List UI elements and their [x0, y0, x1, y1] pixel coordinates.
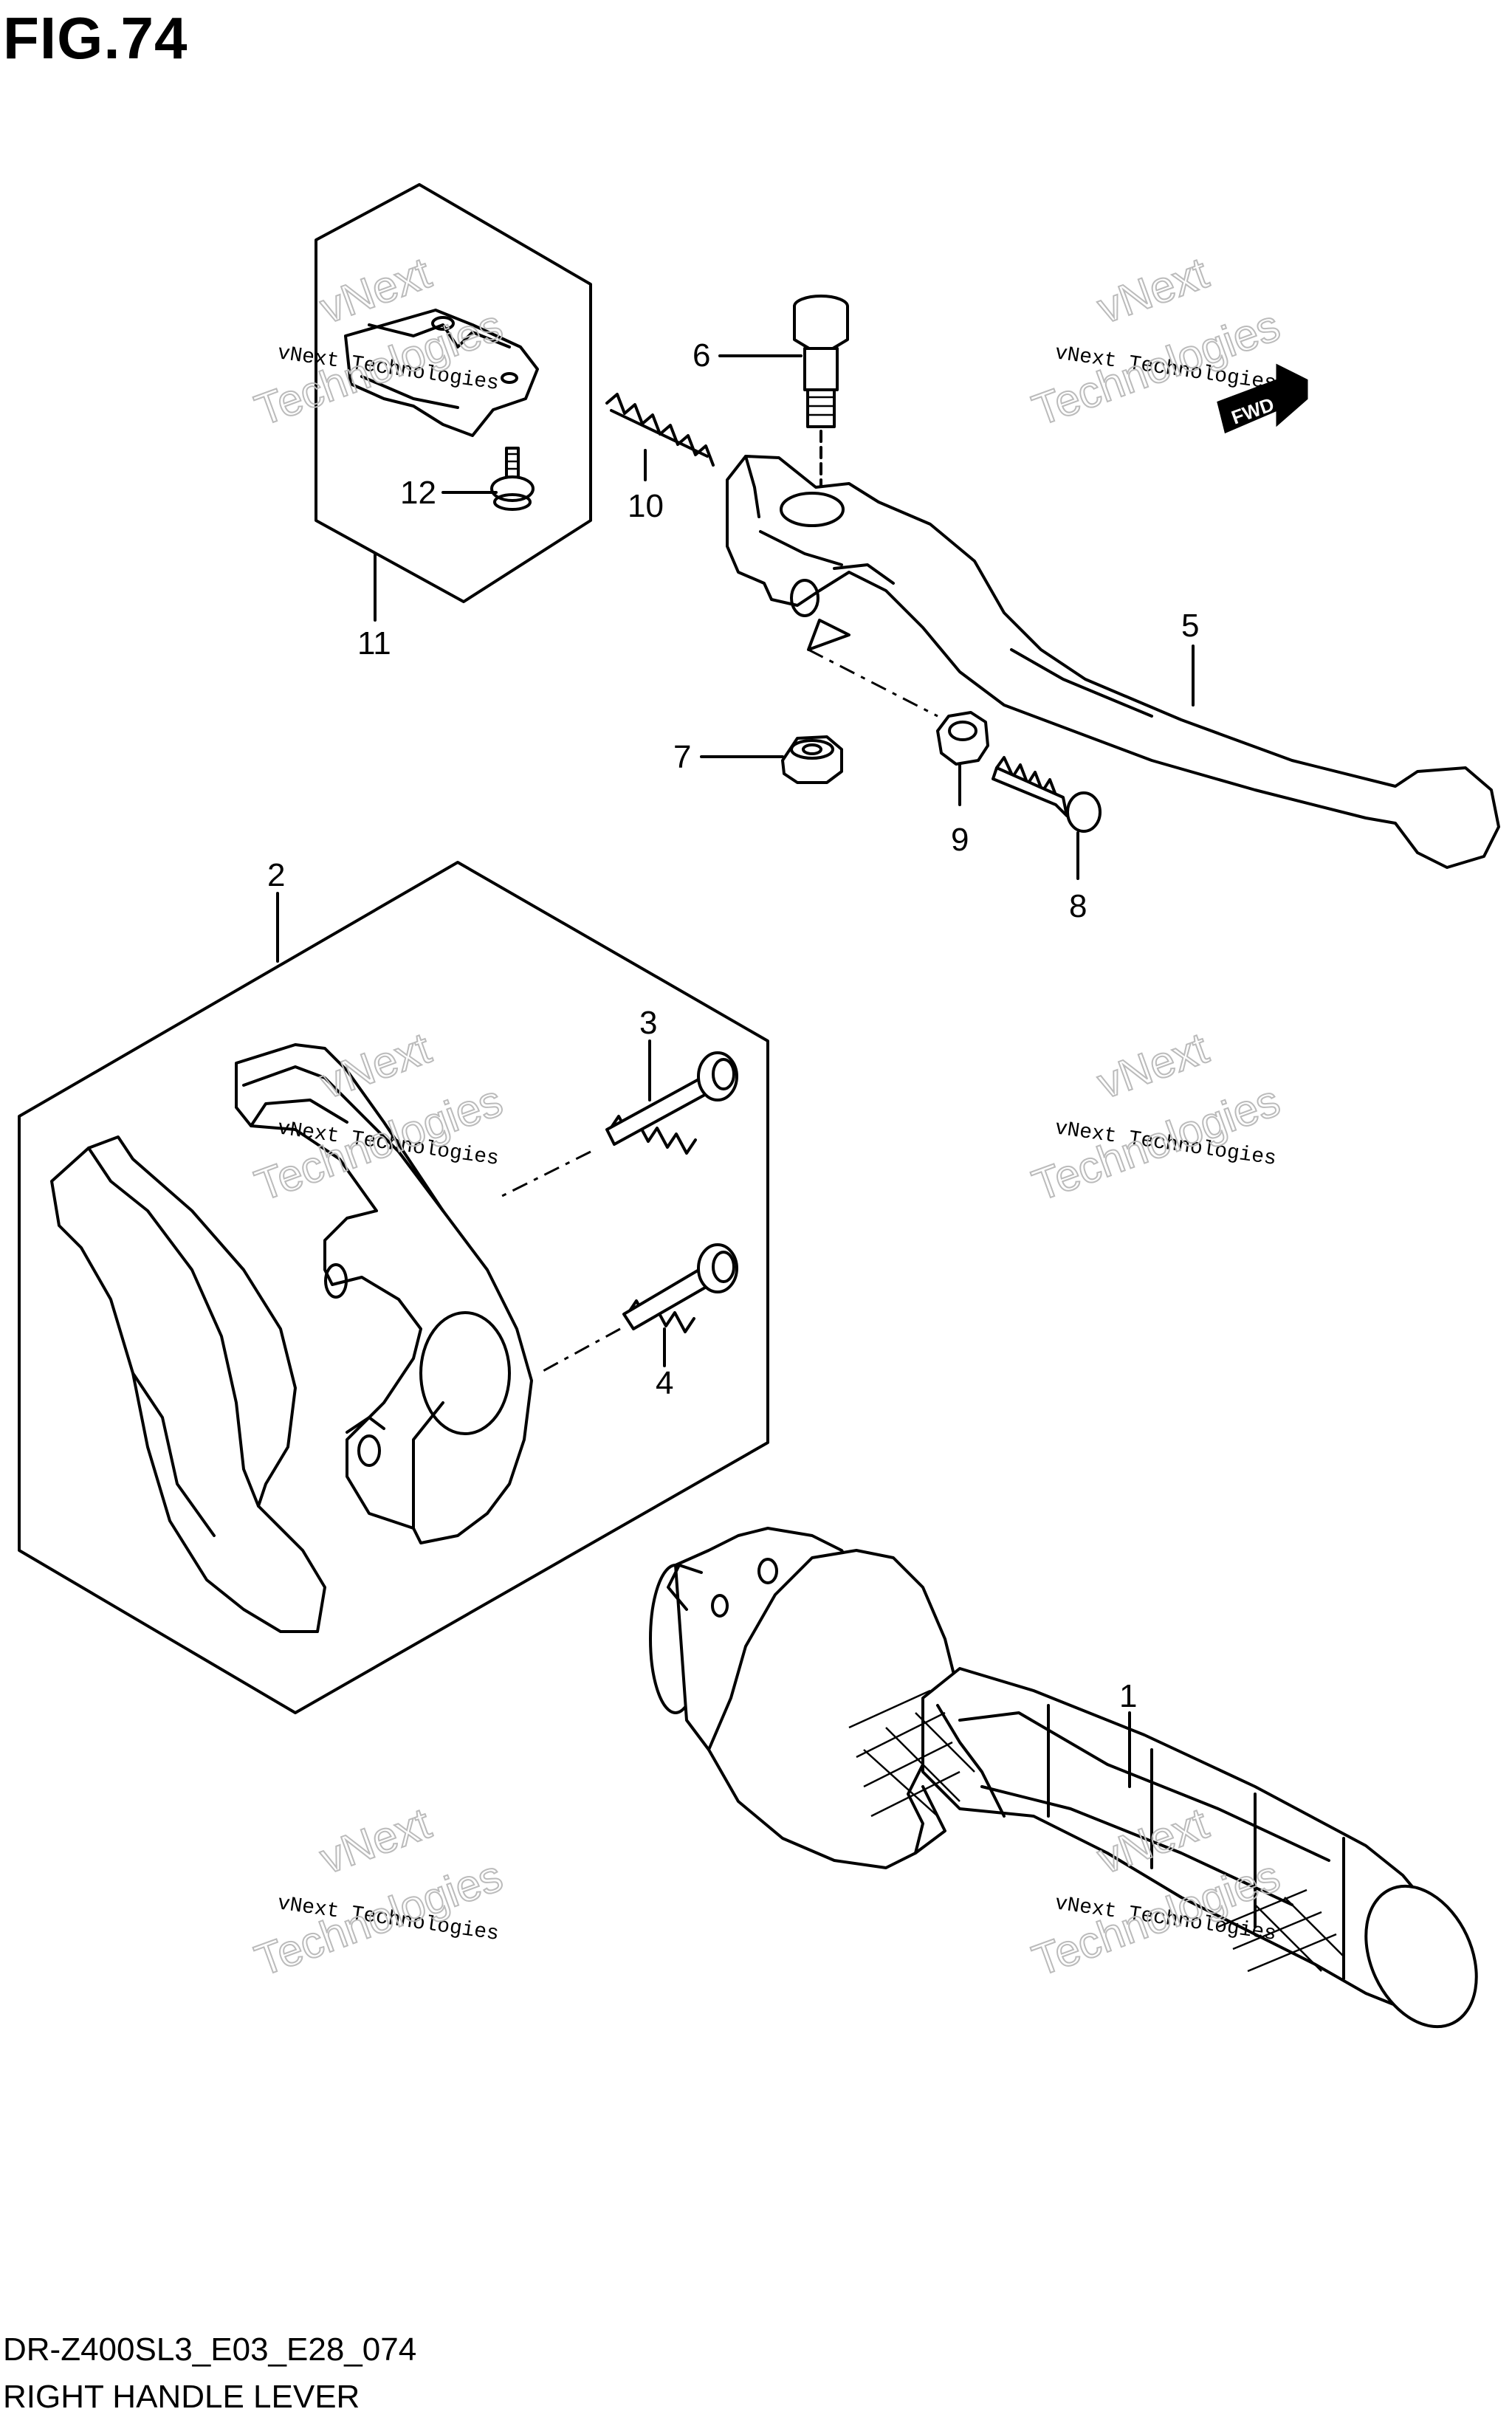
- callout-2: 2: [267, 857, 285, 893]
- svg-text:vNext: vNext: [314, 1798, 437, 1884]
- callout-8: 8: [1069, 888, 1087, 924]
- callout-5: 5: [1181, 608, 1199, 644]
- svg-text:vNext: vNext: [1091, 1023, 1214, 1109]
- bolt-8: [992, 756, 1102, 880]
- callout-4: 4: [656, 1365, 673, 1401]
- callout-11: 11: [357, 625, 391, 661]
- watermark-mid-right: vNext Technologies vNext Technologies: [1025, 1023, 1287, 1212]
- throttle-grip-1: [649, 1527, 1478, 2029]
- figure-caption: RIGHT HANDLE LEVER: [3, 2379, 360, 2415]
- callout-9: 9: [951, 822, 969, 858]
- nut-9: [936, 711, 989, 806]
- switch-assembly-box: [315, 183, 592, 622]
- brake-light-switch: [344, 309, 539, 437]
- svg-text:Technologies: Technologies: [249, 1851, 509, 1986]
- model-code: DR-Z400SL3_E03_E28_074: [3, 2331, 417, 2368]
- callout-1: 1: [1119, 1678, 1137, 1714]
- lever-holder: [235, 1043, 533, 1544]
- brake-lever-5: [726, 455, 1500, 869]
- bolt-3: [501, 1039, 738, 1197]
- bracket-cover: [50, 1135, 326, 1633]
- screw-12: [490, 447, 535, 511]
- callout-6: 6: [693, 337, 710, 374]
- callout-3: 3: [639, 1005, 657, 1041]
- nut-7: [781, 735, 843, 784]
- pivot-bolt-6: [793, 295, 849, 489]
- bracket-assembly-box: [18, 861, 769, 1714]
- svg-text:vNext: vNext: [1091, 248, 1214, 334]
- callout-7: 7: [673, 739, 691, 775]
- callout-12: 12: [400, 475, 436, 511]
- bolt-4: [538, 1243, 738, 1375]
- leader-lines: [441, 354, 1195, 1788]
- svg-text:vNext: vNext: [314, 1023, 437, 1109]
- svg-text:Technologies: Technologies: [1026, 1076, 1286, 1211]
- spring-10: [605, 393, 715, 467]
- figure-title: FIG.74: [3, 5, 188, 71]
- watermark-bottom-left: vNext Technologies vNext Technologies: [248, 1798, 509, 1987]
- callout-labels: 1 2 3 4 5 6 7 8 9 10 11 12: [267, 337, 1199, 1714]
- callout-10: 10: [628, 488, 664, 524]
